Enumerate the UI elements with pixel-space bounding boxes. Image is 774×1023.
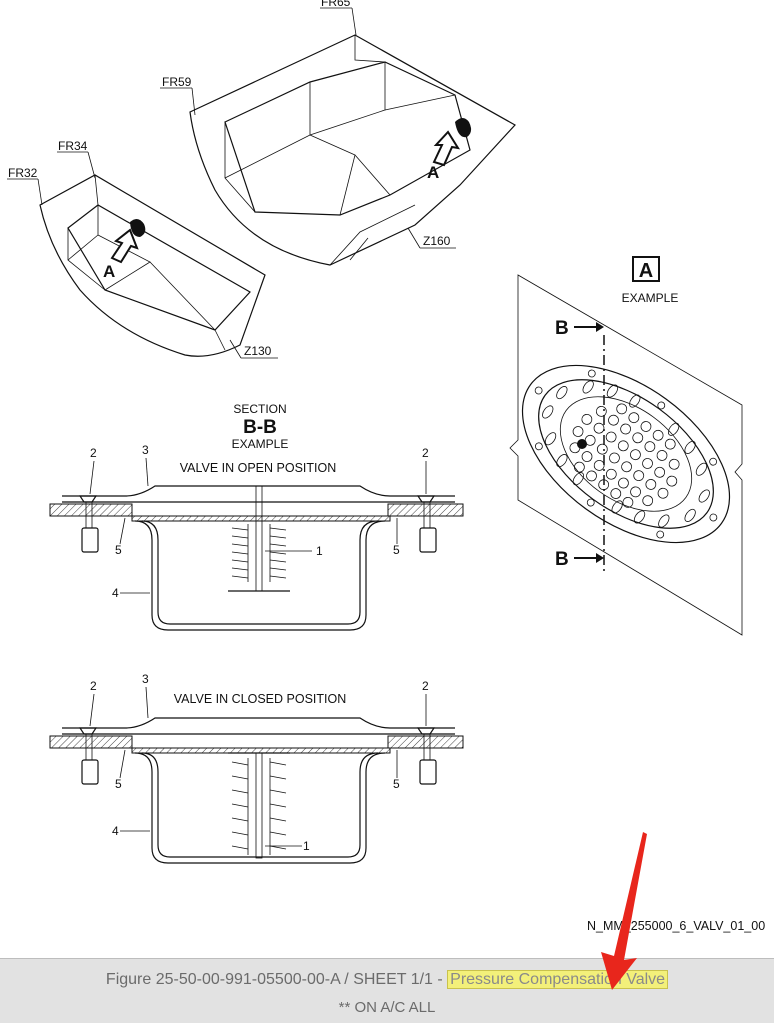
outer-slots	[542, 380, 710, 528]
frame-labels: FR65 FR59 FR34 FR32 Z160 Z130 A A	[7, 0, 456, 359]
callout-1-open: 1	[316, 544, 323, 558]
callout-3-closed: 3	[142, 672, 149, 686]
label-fr65: FR65	[321, 0, 351, 9]
open-view-title: VALVE IN OPEN POSITION	[180, 461, 337, 475]
figure-title-highlight[interactable]: Pressure Compensation Valve	[447, 970, 669, 989]
callout-4-closed: 4	[112, 824, 119, 838]
callout-4-open: 4	[112, 586, 119, 600]
label-z130: Z130	[244, 344, 272, 358]
figure-footer: Figure 25-50-00-991-05500-00-A / SHEET 1…	[0, 958, 774, 1023]
section-name: B-B	[243, 417, 277, 438]
callout-2-open-right: 2	[422, 446, 429, 460]
label-fr32: FR32	[8, 166, 38, 180]
spring-open	[231, 524, 287, 582]
callout-1-closed: 1	[303, 839, 310, 853]
callout-2-closed-right: 2	[422, 679, 429, 693]
callout-3-open: 3	[142, 443, 149, 457]
view-arrow-letter-large: A	[427, 163, 439, 182]
callout-5-open-left: 5	[115, 543, 122, 557]
valve-closed-view: VALVE IN CLOSED POSITION 1 2 2 3 4 5	[49, 672, 464, 864]
figure-reference: Figure 25-50-00-991-05500-00-A / SHEET 1…	[105, 971, 448, 988]
detail-a-letter: A	[639, 260, 653, 282]
label-fr34: FR34	[58, 139, 88, 153]
closed-view-title: VALVE IN CLOSED POSITION	[174, 692, 347, 706]
spring-closed	[231, 758, 287, 855]
callout-5-closed-right: 5	[393, 777, 400, 791]
detail-a-caption: EXAMPLE	[622, 291, 679, 305]
callout-5-open-right: 5	[393, 543, 400, 557]
technical-drawing: FR65 FR59 FR34 FR32 Z160 Z130 A A A EXAM…	[7, 0, 743, 864]
section-caption: EXAMPLE	[232, 437, 289, 451]
compartment-large	[189, 34, 516, 266]
label-z160: Z160	[423, 234, 451, 248]
valve-open-view: VALVE IN OPEN POSITION 1 2 2 3 4 5	[49, 443, 464, 631]
view-arrow-letter-small: A	[103, 262, 115, 281]
figure-caption: Figure 25-50-00-991-05500-00-A / SHEET 1…	[0, 970, 774, 989]
section-heading: SECTION	[233, 402, 286, 416]
section-header: SECTION B-B EXAMPLE	[232, 402, 289, 451]
detail-a: A EXAMPLE	[509, 256, 743, 636]
inner-holes	[569, 403, 680, 508]
mounting-holes	[534, 369, 718, 539]
label-fr59: FR59	[162, 75, 192, 89]
callout-2-closed-left: 2	[90, 679, 97, 693]
section-mark-bottom: B	[555, 549, 569, 570]
section-mark-top: B	[555, 318, 569, 339]
callout-2-open-left: 2	[90, 446, 97, 460]
callout-5-closed-left: 5	[115, 777, 122, 791]
applicability-note: ** ON A/C ALL	[338, 999, 436, 1016]
compartment-small	[39, 174, 266, 357]
drawing-code: N_MM_255000_6_VALV_01_00	[587, 919, 766, 933]
